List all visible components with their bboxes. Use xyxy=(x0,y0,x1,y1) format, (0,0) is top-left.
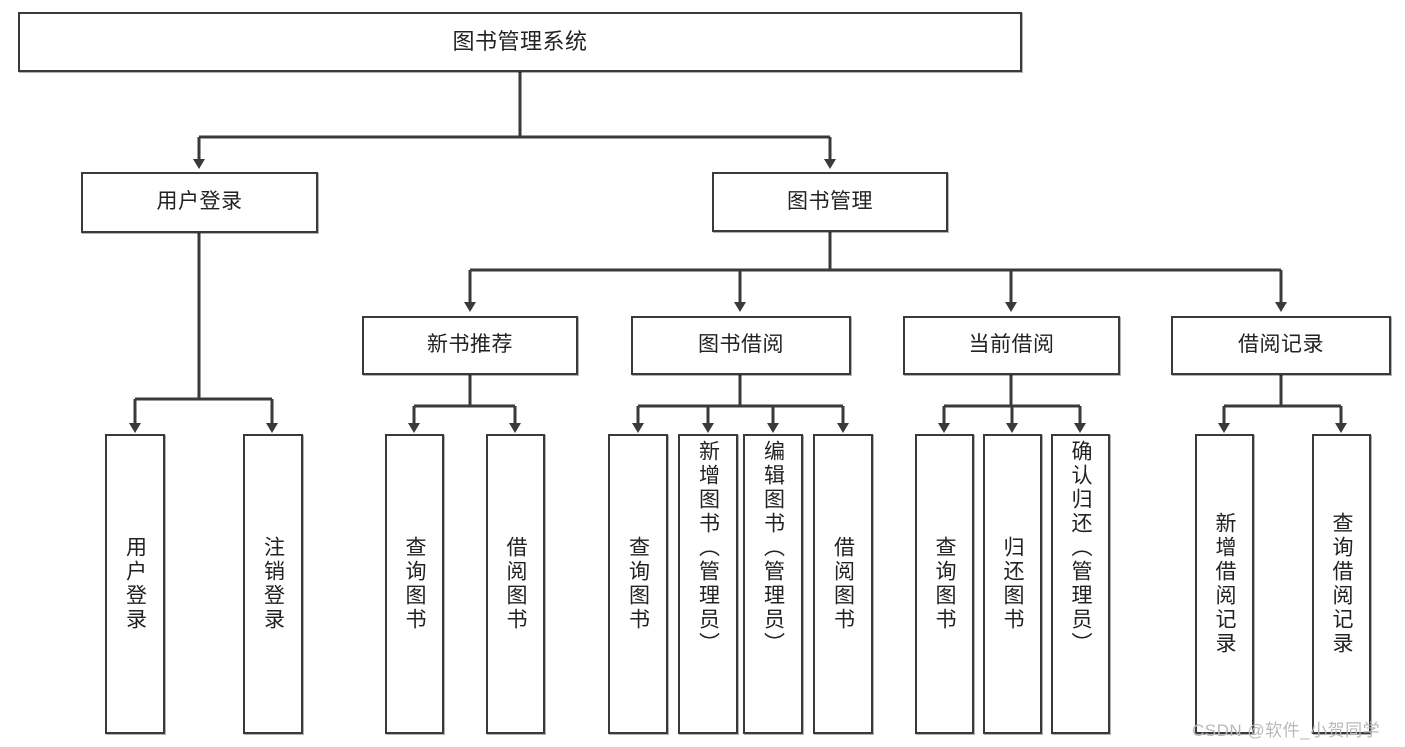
node-label: 新增图书（管理员） xyxy=(696,440,720,656)
leaf-user-login[interactable]: 用户登录 xyxy=(105,434,165,734)
node-label: 当前借阅 xyxy=(968,333,1055,357)
node-label: 归还图书 xyxy=(1001,536,1024,632)
node-label: 查询图书 xyxy=(626,536,650,632)
node-current-borrow[interactable]: 当前借阅 xyxy=(903,316,1120,375)
node-label: 查询图书 xyxy=(933,536,956,632)
leaf-query-book-current[interactable]: 查询图书 xyxy=(915,434,974,734)
node-borrow-record[interactable]: 借阅记录 xyxy=(1171,316,1391,375)
leaf-borrow-book[interactable]: 借阅图书 xyxy=(813,434,873,734)
node-new-book-recommend[interactable]: 新书推荐 xyxy=(362,316,578,375)
leaf-return-book[interactable]: 归还图书 xyxy=(983,434,1042,734)
node-label: 查询借阅记录 xyxy=(1330,512,1353,656)
watermark-text: CSDN @软件_小贺同学 xyxy=(1192,721,1381,740)
node-label: 编辑图书（管理员） xyxy=(761,440,785,656)
leaf-user-logout[interactable]: 注销登录 xyxy=(243,434,303,734)
node-user-login[interactable]: 用户登录 xyxy=(81,172,318,233)
leaf-confirm-return-admin[interactable]: 确认归还（管理员） xyxy=(1051,434,1110,734)
leaf-add-book-admin[interactable]: 新增图书（管理员） xyxy=(678,434,738,734)
node-book-borrow[interactable]: 图书借阅 xyxy=(631,316,851,375)
node-label: 查询图书 xyxy=(403,536,426,632)
node-label: 用户登录 xyxy=(156,190,243,214)
node-label: 图书借阅 xyxy=(698,333,784,357)
node-label: 借阅图书 xyxy=(831,536,855,632)
node-book-management[interactable]: 图书管理 xyxy=(712,172,948,232)
node-label: 新增借阅记录 xyxy=(1213,512,1236,656)
node-label: 注销登录 xyxy=(261,536,285,632)
leaf-query-borrow-record[interactable]: 查询借阅记录 xyxy=(1312,434,1371,734)
node-label: 新书推荐 xyxy=(427,333,513,357)
leaf-borrow-book-recommend[interactable]: 借阅图书 xyxy=(486,434,545,734)
leaf-edit-book-admin[interactable]: 编辑图书（管理员） xyxy=(743,434,803,734)
leaf-add-borrow-record[interactable]: 新增借阅记录 xyxy=(1195,434,1254,734)
node-label: 借阅记录 xyxy=(1238,333,1324,357)
node-label: 确认归还（管理员） xyxy=(1069,440,1092,656)
node-label: 借阅图书 xyxy=(504,536,527,632)
node-label: 图书管理 xyxy=(787,189,873,213)
node-label: 用户登录 xyxy=(123,536,147,632)
leaf-query-book-recommend[interactable]: 查询图书 xyxy=(385,434,444,734)
node-label: 图书管理系统 xyxy=(452,29,588,55)
node-root-system[interactable]: 图书管理系统 xyxy=(18,12,1022,72)
leaf-query-book-borrow[interactable]: 查询图书 xyxy=(608,434,668,734)
